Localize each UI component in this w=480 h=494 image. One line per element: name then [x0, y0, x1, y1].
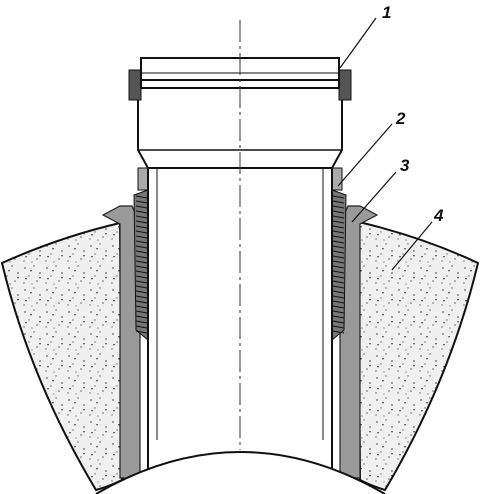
- seal-sleeve-right: [339, 205, 379, 479]
- cone-rib: [135, 220, 148, 224]
- cone-rib: [332, 240, 345, 244]
- clamp-left: [137, 167, 149, 191]
- cone-rib: [332, 235, 345, 239]
- cone-rib: [135, 195, 148, 199]
- cone-rib: [135, 270, 148, 274]
- cone-rib: [332, 275, 345, 279]
- cone-rib: [332, 280, 345, 284]
- seal-sleeve-left: [101, 205, 141, 479]
- cone-rib: [135, 205, 148, 209]
- cone-rib: [332, 320, 345, 324]
- cone-rib: [332, 290, 345, 294]
- cone-rib: [332, 265, 345, 269]
- cone-rib: [135, 315, 148, 319]
- cone-rib: [332, 305, 345, 309]
- cone-rib: [332, 325, 345, 329]
- cone-rib: [135, 240, 148, 244]
- cone-rib: [135, 290, 148, 294]
- cone-rib: [332, 205, 345, 209]
- cone-rib: [135, 210, 148, 214]
- concrete-left: [0, 221, 124, 492]
- callout-3: 3: [400, 156, 410, 175]
- cone-rib: [135, 275, 148, 279]
- cone-rib: [332, 315, 345, 319]
- cone-rib: [332, 270, 345, 274]
- leader-1: [339, 17, 377, 69]
- cone-rib: [332, 300, 345, 304]
- callout-1: 1: [382, 3, 391, 22]
- cone-rib: [135, 245, 148, 249]
- cone-rib: [332, 225, 345, 229]
- callout-4: 4: [433, 206, 444, 225]
- socket-ring-left: [128, 69, 142, 101]
- cone-rib: [135, 225, 148, 229]
- cone-rib: [332, 250, 345, 254]
- cone-rib: [332, 200, 345, 204]
- callout-2: 2: [395, 109, 406, 128]
- cone-rib: [332, 330, 345, 334]
- cone-rib: [332, 215, 345, 219]
- cone-rib: [332, 285, 345, 289]
- cone-rib: [135, 310, 148, 314]
- cone-rib: [135, 215, 148, 219]
- cone-rib: [135, 280, 148, 284]
- cone-rib: [135, 255, 148, 259]
- cone-ribs: [135, 195, 345, 334]
- cone-rib: [135, 250, 148, 254]
- cone-rib: [135, 305, 148, 309]
- main-pipe-arc: [95, 451, 386, 494]
- socket-ring-right: [338, 69, 352, 101]
- leader-3: [351, 171, 397, 223]
- cone-rib: [135, 320, 148, 324]
- cone-rib: [332, 230, 345, 234]
- cone-rib: [135, 285, 148, 289]
- cone-rib: [135, 330, 148, 334]
- cone-rib: [332, 295, 345, 299]
- leader-4: [391, 221, 433, 271]
- cone-rib: [332, 195, 345, 199]
- cone-rib: [332, 310, 345, 314]
- cone-rib: [135, 235, 148, 239]
- cone-rib: [332, 220, 345, 224]
- concrete-right: [356, 222, 480, 492]
- cone-rib: [135, 230, 148, 234]
- cone-rib: [332, 255, 345, 259]
- cone-rib: [332, 245, 345, 249]
- cone-rib: [135, 325, 148, 329]
- cone-rib: [135, 260, 148, 264]
- clamp-right: [331, 167, 343, 191]
- cone-rib: [135, 200, 148, 204]
- cone-rib: [135, 265, 148, 269]
- leader-2: [337, 123, 393, 187]
- cone-rib: [135, 300, 148, 304]
- cone-rib: [135, 295, 148, 299]
- cone-rib: [332, 210, 345, 214]
- cone-rib: [332, 260, 345, 264]
